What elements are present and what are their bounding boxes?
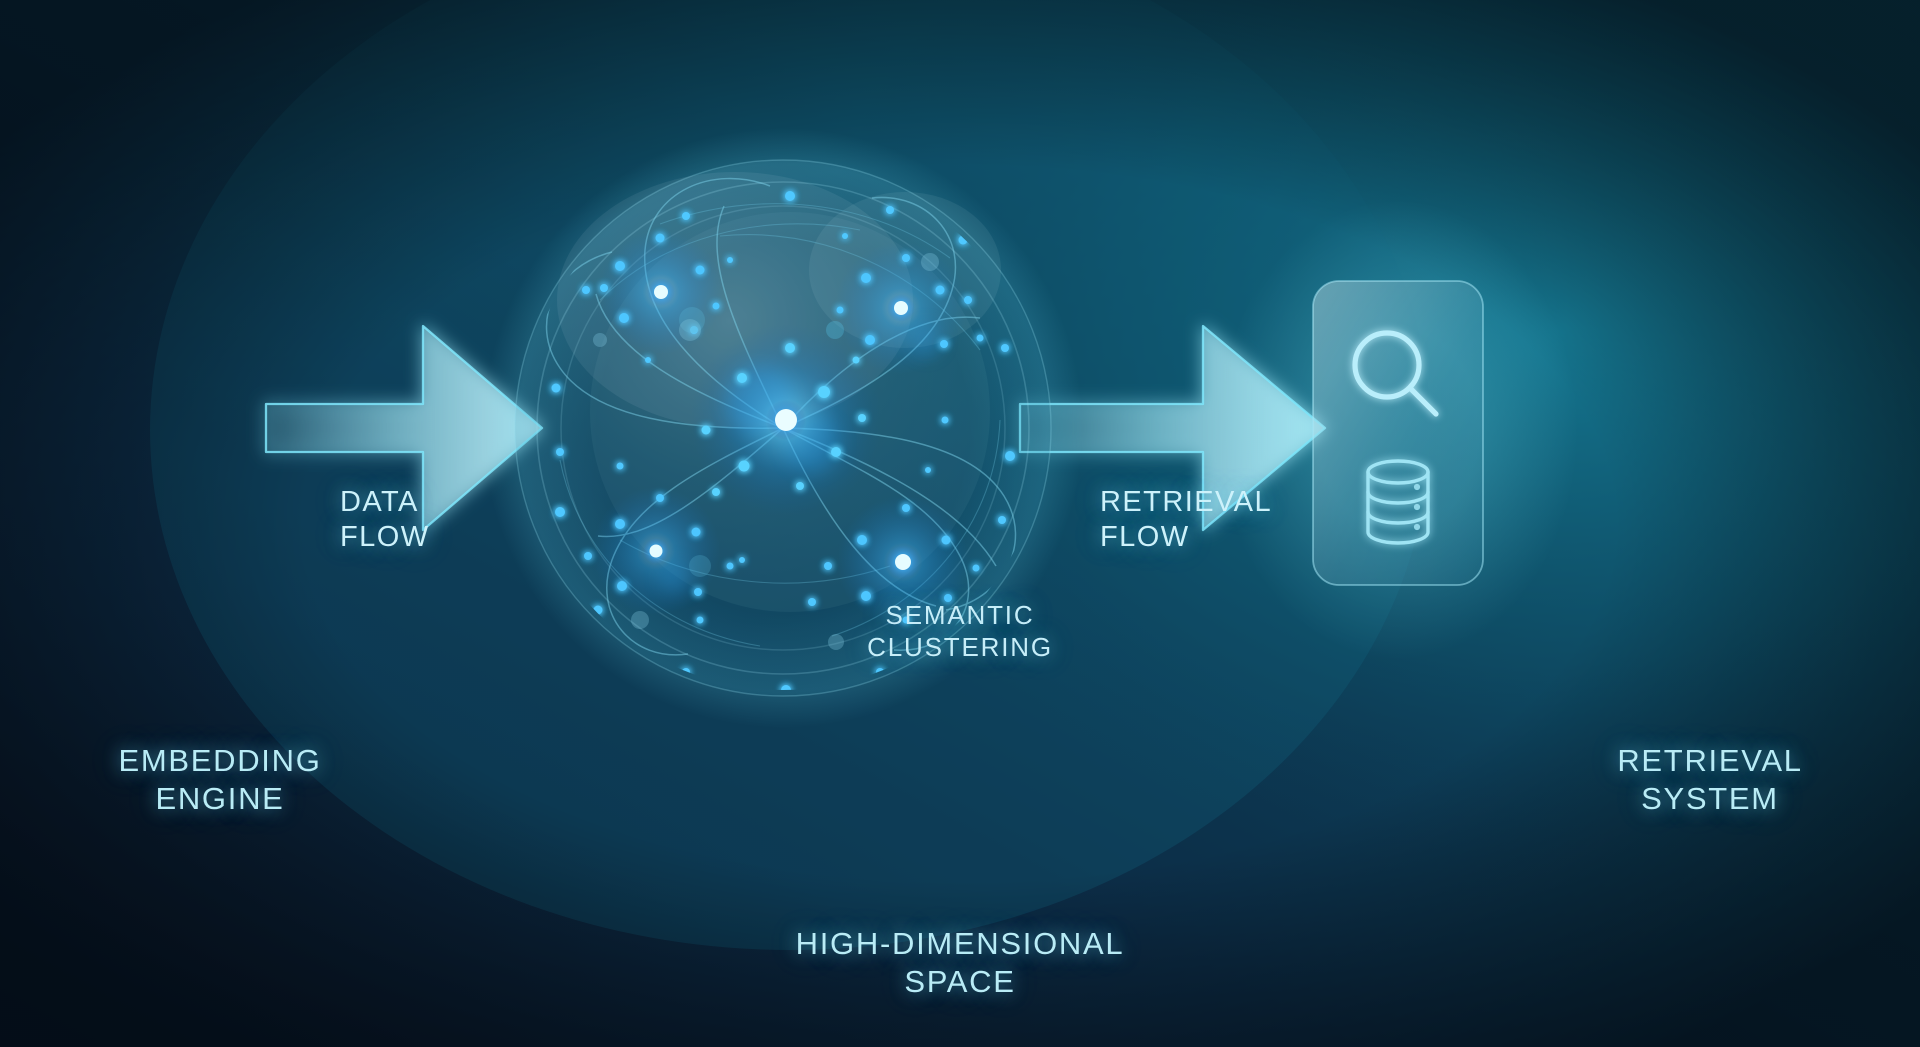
- magnifier-icon[interactable]: [1352, 330, 1439, 417]
- semantic-cluster[interactable]: [835, 242, 984, 374]
- data-flow-arrow: [264, 324, 544, 532]
- database-icon[interactable]: [1366, 459, 1430, 545]
- semantic-space-points-dim: [593, 253, 1008, 650]
- semantic-cluster[interactable]: [582, 230, 844, 354]
- semantic-cluster[interactable]: [584, 487, 734, 615]
- semantic-cluster[interactable]: [824, 496, 980, 628]
- database-status-dots: [1413, 483, 1421, 531]
- retrieval-system-panel[interactable]: [1312, 280, 1484, 586]
- semantic-cluster[interactable]: [690, 324, 882, 516]
